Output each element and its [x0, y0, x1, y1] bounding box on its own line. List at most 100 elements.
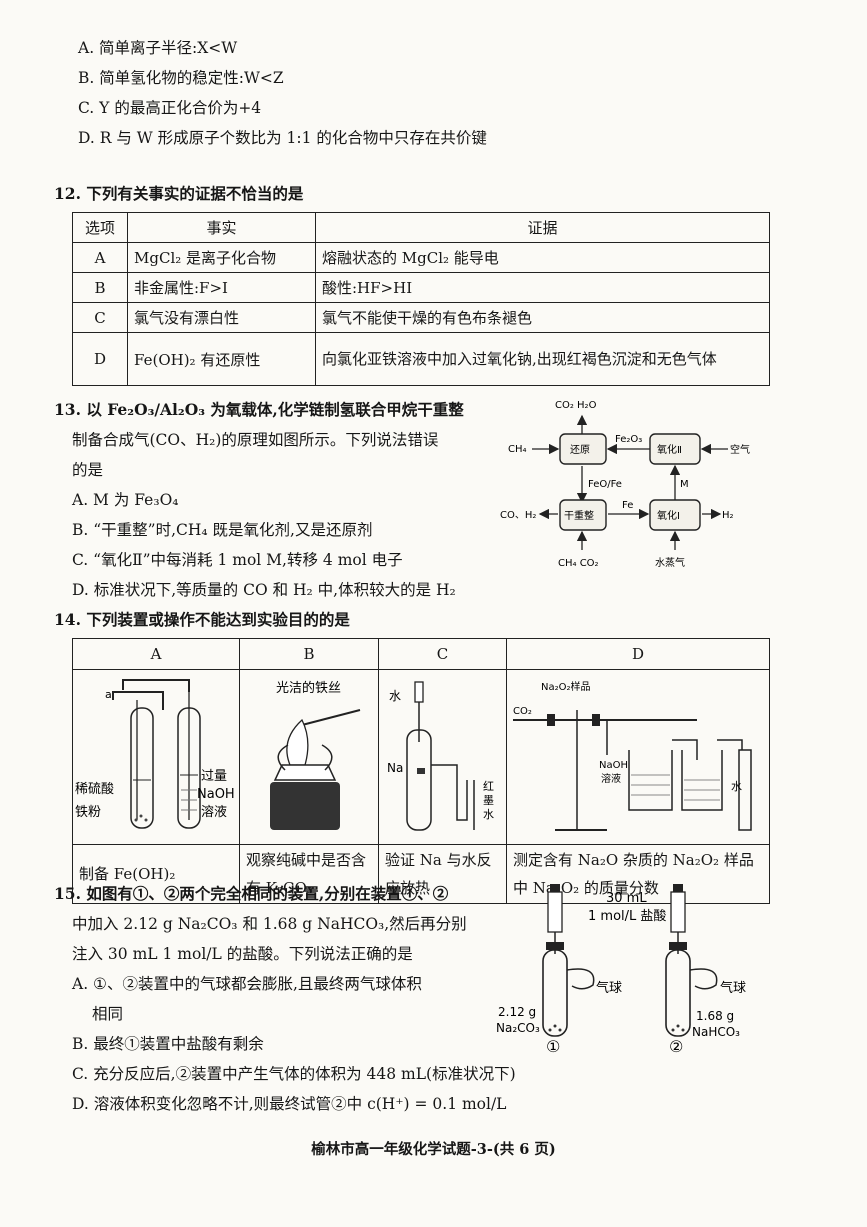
box-reduce — [559, 433, 607, 465]
q14-label-c: 验证 Na 与水反应放热 — [378, 844, 507, 904]
q15-option-a-line2: 相同 — [92, 1005, 124, 1023]
syringe-1 — [547, 891, 563, 933]
q11-option-c: C. Y 的最高正化合价为+4 — [78, 99, 262, 117]
label-naoh: NaOH — [197, 787, 235, 802]
q14-header-d: D — [506, 638, 770, 670]
mass-2: 1.68 g — [696, 1009, 734, 1023]
q12-opt: C — [72, 302, 128, 333]
q12-fact: MgCl₂ 是离子化合物 — [127, 242, 316, 273]
q12-stem: 12. 下列有关事实的证据不恰当的是 — [54, 184, 304, 203]
apparatus-b: 光洁的铁丝 — [270, 680, 361, 830]
substance-1: Na₂CO₃ — [496, 1021, 540, 1035]
label-na: Na — [387, 761, 403, 775]
test-tube-1 — [542, 949, 568, 1037]
box-oxidation1 — [649, 499, 701, 531]
alcohol-lamp — [270, 782, 340, 830]
q15-figure: 气球 2.12 g Na₂CO₃ ① 30 mL 1 mol/L 盐酸 气球 1… — [496, 884, 746, 1056]
q13-option-a: A. M 为 Fe₃O₄ — [72, 491, 179, 509]
q15-option-b: B. 最终①装置中盐酸有剩余 — [72, 1035, 264, 1053]
mass-1: 2.12 g — [498, 1005, 536, 1019]
q12-fact: 氯气没有漂白性 — [127, 302, 316, 333]
balloon-1-label: 气球 — [596, 980, 622, 996]
q14-figure-row: a 稀硫酸 铁粉 过量 NaOH 溶液 光洁的铁丝 — [72, 669, 770, 845]
q15-stem-line1: 15. 如图有①、②两个完全相同的装置,分别在装置①、② — [54, 884, 449, 903]
acid-volume: 30 mL — [606, 891, 647, 906]
table-row: D Fe(OH)₂ 有还原性 向氯化亚铁溶液中加入过氧化钠,出现红褐色沉淀和无色… — [72, 332, 770, 386]
q12-opt: D — [72, 332, 128, 386]
q12-header-fact: 事实 — [127, 212, 316, 243]
box-dry-reforming-label: 干重整 — [564, 509, 594, 522]
q12-opt: B — [72, 272, 128, 303]
diagram-ch4co2: CH₄ CO₂ — [558, 558, 599, 569]
label-solution: 溶液 — [601, 772, 621, 785]
page-footer: 榆林市高一年级化学试题-3-(共 6 页) — [311, 1141, 556, 1158]
q12-evidence: 酸性:HF>HI — [315, 272, 770, 303]
diagram-ch4: CH₄ — [508, 444, 527, 455]
q13-option-b: B. “干重整”时,CH₄ 既是氧化剂,又是还原剂 — [72, 521, 373, 539]
graduated-cylinder — [738, 749, 752, 831]
test-tube — [406, 729, 432, 831]
q14-header-row: A B C D — [72, 638, 770, 670]
label-water: 水 — [389, 689, 401, 703]
label-apparatus-2: ② — [669, 1037, 683, 1056]
balloon-2 — [689, 968, 718, 990]
q14-fig-a: a 稀硫酸 铁粉 过量 NaOH 溶液 — [72, 669, 240, 845]
q13-option-c: C. “氧化Ⅱ”中每消耗 1 mol M,转移 4 mol 电子 — [72, 551, 403, 569]
diagram-coh2: CO、H₂ — [500, 510, 536, 521]
q13-stem-line2: 制备合成气(CO、H₂)的原理如图所示。下列说法错误 — [72, 431, 439, 449]
balloon-2-label: 气球 — [720, 980, 746, 996]
q15-stem-line2: 中加入 2.12 g Na₂CO₃ 和 1.68 g NaHCO₃,然后再分别 — [72, 915, 467, 933]
label-ink-3: 水 — [483, 808, 494, 821]
label-co2: CO₂ — [513, 706, 532, 717]
label-ink-1: 红 — [483, 780, 494, 793]
diagram-steam: 水蒸气 — [655, 556, 685, 569]
label-dilute-acid: 稀硫酸 — [75, 782, 114, 797]
substance-2: NaHCO₃ — [692, 1025, 740, 1039]
q12-header-evidence: 证据 — [315, 212, 770, 243]
valve-a-label: a — [105, 688, 112, 701]
q12-evidence: 氯气不能使干燥的有色布条褪色 — [315, 302, 770, 333]
table-row: A MgCl₂ 是离子化合物 熔融状态的 MgCl₂ 能导电 — [72, 242, 770, 273]
q14-fig-c: 水 Na 红 墨 水 — [378, 669, 507, 845]
q15-option-c: C. 充分反应后,②装置中产生气体的体积为 448 mL(标准状况下) — [72, 1065, 516, 1083]
diagram-fe: Fe — [622, 500, 633, 511]
apparatus-d: CO₂ Na₂O₂样品 NaOH 溶液 水 — [513, 680, 752, 831]
label-solution: 溶液 — [201, 805, 227, 820]
diagram-air: 空气 — [730, 443, 750, 456]
q15-option-a-line1: A. ①、②装置中的气球都会膨胀,且最终两气球体积 — [72, 975, 422, 993]
apparatus-a: a 稀硫酸 铁粉 过量 NaOH 溶液 — [75, 679, 235, 829]
diagram-feo: FeO/Fe — [588, 479, 622, 490]
q15-option-d: D. 溶液体积变化忽略不计,则最终试管②中 c(H⁺) = 0.1 mol/L — [72, 1095, 507, 1113]
q14-header-a: A — [72, 638, 240, 670]
label-apparatus-1: ① — [546, 1037, 560, 1056]
label-iron-wire: 光洁的铁丝 — [276, 680, 341, 696]
table-row: B 非金属性:F>I 酸性:HF>HI — [72, 272, 770, 303]
syringe-2 — [670, 891, 686, 933]
q12-header-row: 选项 事实 证据 — [72, 212, 770, 243]
q14-header-c: C — [378, 638, 507, 670]
diagram-m: M — [680, 479, 689, 490]
dropper — [414, 681, 424, 703]
test-tube-2 — [665, 949, 691, 1037]
box-oxidation2 — [649, 433, 701, 465]
q14-label-b: 观察纯碱中是否含有 K₂CO₃ — [239, 844, 379, 904]
label-excess: 过量 — [201, 769, 227, 784]
label-water: 水 — [731, 780, 742, 793]
q12-fact: 非金属性:F>I — [127, 272, 316, 303]
q11-option-d: D. R 与 W 形成原子个数比为 1:1 的化合物中只存在共价键 — [78, 129, 487, 147]
q13-diagram: CO₂ H₂O CH₄ 还原 Fe₂O₃ 氧化Ⅱ 空气 FeO/Fe M CO、… — [500, 400, 750, 569]
q14-fig-d: CO₂ Na₂O₂样品 NaOH 溶液 水 — [506, 669, 770, 845]
label-naoh: NaOH — [599, 760, 628, 771]
balloon-1 — [566, 968, 595, 990]
q11-option-b: B. 简单氢化物的稳定性:W<Z — [78, 69, 284, 87]
box-reduce-label: 还原 — [570, 444, 590, 456]
box-oxidation1-label: 氧化Ⅰ — [657, 509, 680, 522]
q12-evidence: 向氯化亚铁溶液中加入过氧化钠,出现红褐色沉淀和无色气体 — [315, 332, 770, 386]
box-dry-reforming — [559, 499, 607, 531]
q14-label-a: 制备 Fe(OH)₂ — [72, 844, 240, 904]
q12-evidence: 熔融状态的 MgCl₂ 能导电 — [315, 242, 770, 273]
q12-opt: A — [72, 242, 128, 273]
test-tube-left — [130, 707, 154, 829]
q15-stem-line3: 注入 30 mL 1 mol/L 的盐酸。下列说法正确的是 — [72, 945, 413, 963]
label-ink-2: 墨 — [483, 794, 494, 807]
